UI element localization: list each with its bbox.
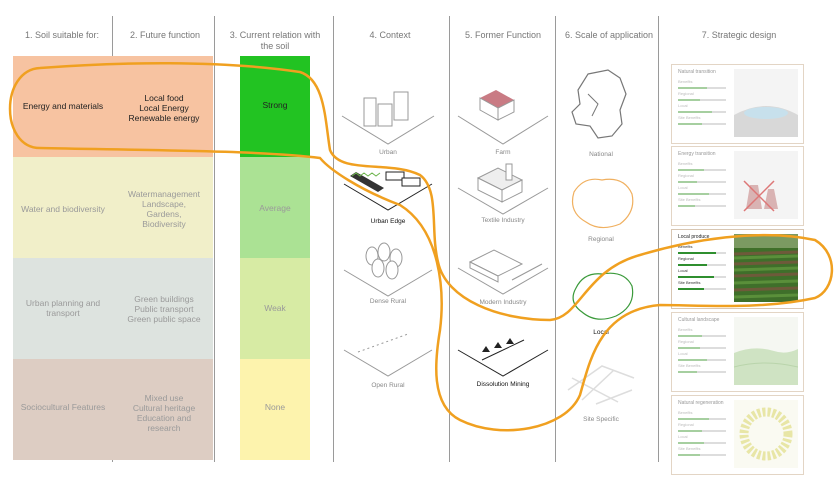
selection-path <box>0 0 838 496</box>
